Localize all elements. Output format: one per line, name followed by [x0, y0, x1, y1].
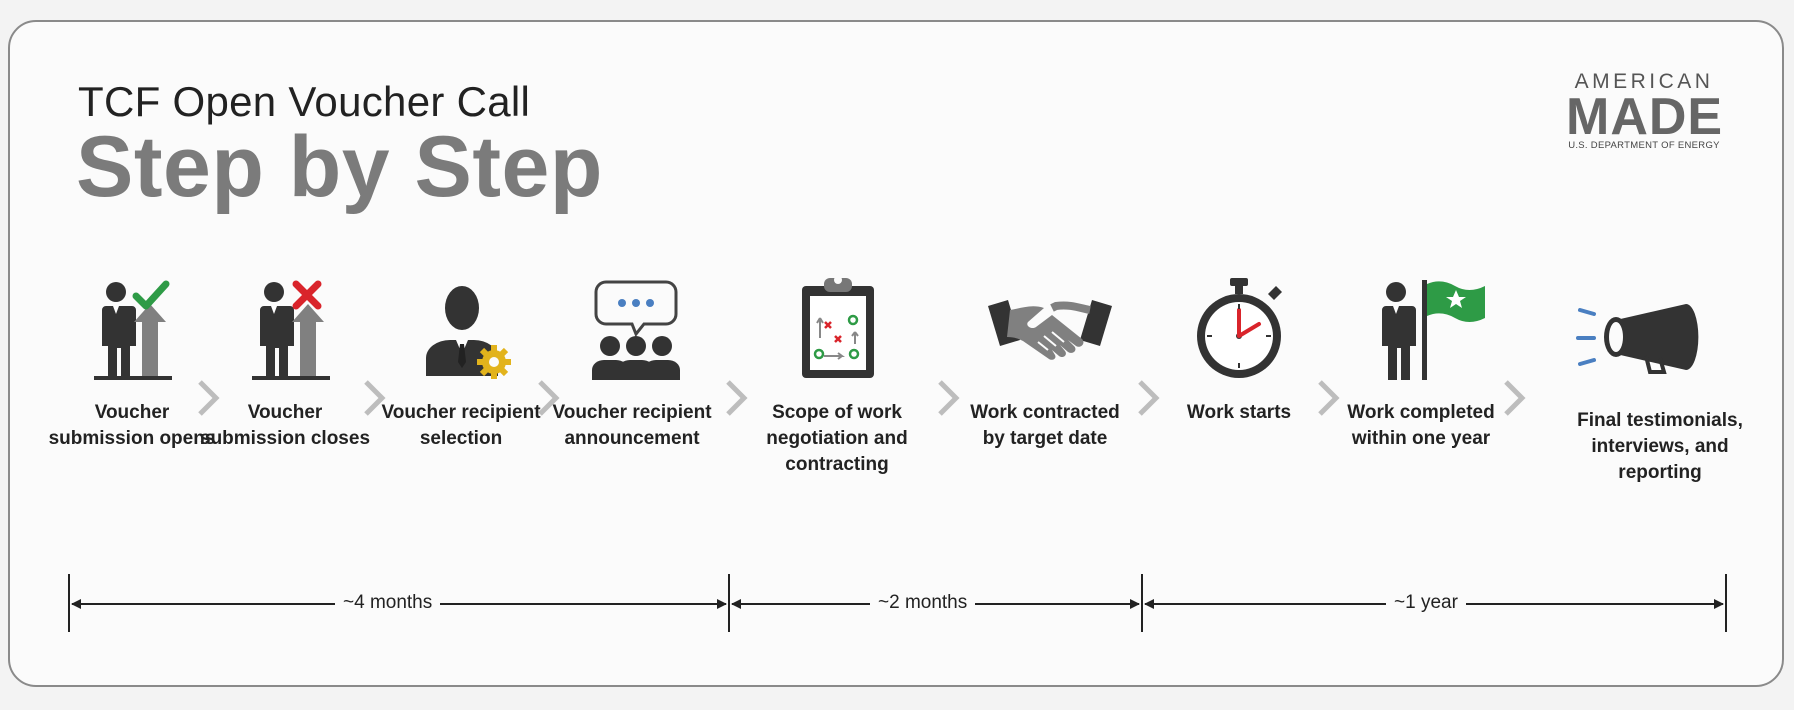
- timeline-label: ~1 year: [1386, 592, 1466, 614]
- clipboard-icon: [802, 276, 874, 378]
- person-gear-icon: [426, 286, 511, 379]
- chevron-right-icon: [726, 380, 748, 416]
- person-x-icon: [252, 280, 330, 380]
- step-label: Final testimonials, interviews, and repo…: [1577, 410, 1743, 483]
- step-label: Work contracted by target date: [970, 402, 1120, 449]
- chevron-right-icon: [938, 380, 960, 416]
- step-label: Voucher recipient announcement: [552, 402, 712, 449]
- chevron-right-icon: [364, 380, 386, 416]
- group-speech-icon: [592, 280, 680, 380]
- chevron-right-icon: [1318, 380, 1340, 416]
- step-label: Work starts: [1186, 402, 1292, 423]
- step-label: Voucher submission closes: [200, 402, 371, 449]
- chevron-right-icon: [1504, 380, 1526, 416]
- handshake-icon: [988, 300, 1112, 360]
- timeline-label: ~2 months: [870, 592, 976, 614]
- logo-line-1: AMERICAN: [1574, 70, 1714, 93]
- person-check-icon: [94, 280, 172, 380]
- step-label: Voucher submission opens: [48, 402, 216, 449]
- page-subtitle: TCF Open Voucher Call: [78, 78, 531, 125]
- step-label: Voucher recipient selection: [381, 402, 541, 449]
- chevron-right-icon: [1138, 380, 1160, 416]
- logo-line-2: MADE: [1566, 88, 1724, 146]
- person-flag-icon: [1380, 280, 1485, 380]
- logo-line-3: U.S. DEPARTMENT OF ENERGY: [1568, 140, 1720, 151]
- step-label: Scope of work negotiation and contractin…: [766, 402, 908, 475]
- timeline-label: ~4 months: [335, 592, 441, 614]
- megaphone-icon: [1576, 304, 1699, 374]
- chevron-right-icon: [538, 380, 560, 416]
- american-made-logo: AMERICAN MADE U.S. DEPARTMENT OF ENERGY: [1566, 70, 1722, 151]
- step-label: Work completed within one year: [1347, 402, 1495, 449]
- page-title: Step by Step: [76, 119, 603, 215]
- stopwatch-icon: [1197, 278, 1282, 378]
- chevron-right-icon: [198, 380, 220, 416]
